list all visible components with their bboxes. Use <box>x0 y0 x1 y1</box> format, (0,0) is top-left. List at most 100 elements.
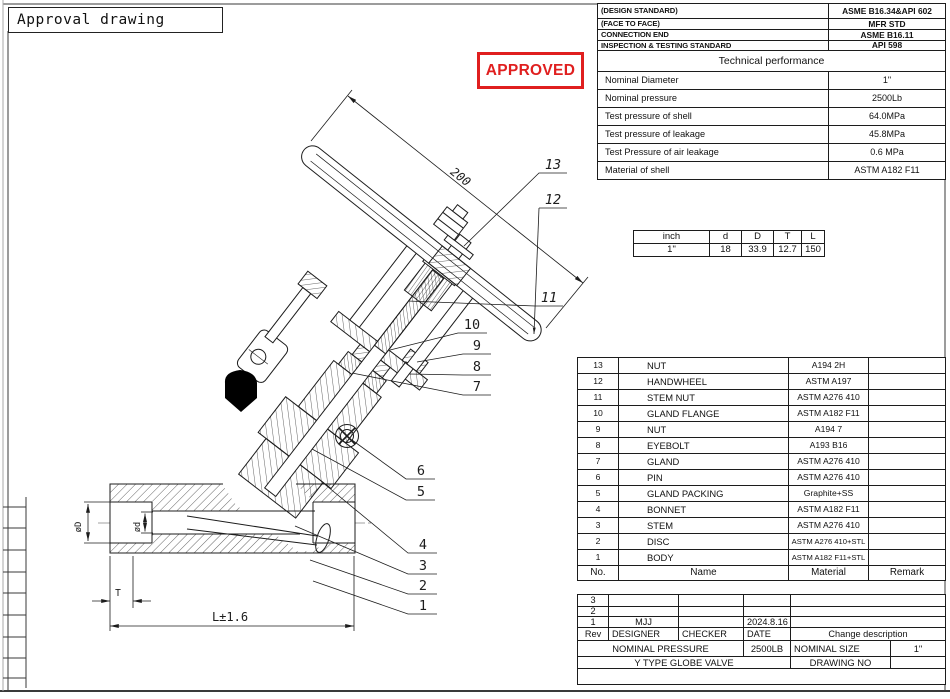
part-material: A194 7 <box>788 421 869 438</box>
pin-target <box>335 424 359 448</box>
revision-change <box>790 594 946 607</box>
table-row: inch d D T L <box>633 230 825 244</box>
part-name: STEM NUT <box>618 389 789 406</box>
revision-header-change: Change description <box>790 627 946 642</box>
part-name: GLAND FLANGE <box>618 405 789 422</box>
part-no: 5 <box>577 485 619 502</box>
part-material: ASTM A197 <box>788 373 869 390</box>
dims-header: inch <box>633 230 710 244</box>
part-name: EYEBOLT <box>618 437 789 454</box>
title-row: NOMINAL PRESSURE 2500LB NOMINAL SIZE 1" <box>577 640 946 658</box>
part-remark <box>868 389 946 406</box>
callout-6: 6 <box>417 463 425 479</box>
table-row: Nominal pressure 2500Lb <box>597 89 946 108</box>
standards-performance-table: (DESIGN STANDARD) ASME B16.34&API 602 (F… <box>597 3 946 180</box>
part-remark <box>868 469 946 486</box>
revision-row: 2 <box>577 605 946 618</box>
nominal-pressure-value: 2500LB <box>743 640 791 658</box>
dim-oD-label: øD <box>74 522 84 533</box>
revision-header-date: DATE <box>743 627 791 642</box>
part-name: BODY <box>618 549 789 566</box>
parts-row: 12 HANDWHEEL ASTM A197 <box>577 373 946 390</box>
dim-200-label: 200 <box>448 165 474 189</box>
approved-stamp-label: APPROVED <box>485 62 576 79</box>
dims-header: L <box>801 230 825 244</box>
part-name: BONNET <box>618 501 789 518</box>
dims-value: 18 <box>709 243 742 257</box>
table-row: Technical performance <box>597 50 946 72</box>
revision-no: 3 <box>577 594 609 607</box>
part-material: ASTM A276 410 <box>788 469 869 486</box>
part-no: 13 <box>577 357 619 374</box>
part-material: ASTM A276 410+STL <box>788 533 869 550</box>
revision-row: 3 <box>577 594 946 607</box>
table-row: Material of shell ASTM A182 F11 <box>597 161 946 180</box>
callout-11: 11 <box>541 290 557 306</box>
part-remark <box>868 533 946 550</box>
revision-header-row: Rev DESIGNER CHECKER DATE Change descrip… <box>577 627 946 642</box>
performance-value: 64.0MPa <box>828 107 946 126</box>
revision-designer <box>608 594 679 607</box>
title-block-table: 3 2 1 MJJ 2024.8.16 Rev DESIGNER CHECKER… <box>577 594 946 686</box>
parts-row: 2 DISC ASTM A276 410+STL <box>577 533 946 550</box>
performance-value: 45.8MPa <box>828 125 946 144</box>
part-remark <box>868 517 946 534</box>
parts-list-table: 13 NUT A194 2H 12 HANDWHEEL ASTM A197 11… <box>577 357 946 581</box>
performance-label: Nominal pressure <box>597 89 829 108</box>
part-name: NUT <box>618 357 789 374</box>
dims-header: T <box>773 230 802 244</box>
revision-no: 1 <box>577 616 609 629</box>
callout-7: 7 <box>473 379 481 395</box>
part-remark <box>868 405 946 422</box>
revision-date: 2024.8.16 <box>743 616 791 629</box>
part-material: Graphite+SS <box>788 485 869 502</box>
part-no: 3 <box>577 517 619 534</box>
standard-value: MFR STD <box>828 18 946 30</box>
parts-row: 3 STEM ASTM A276 410 <box>577 517 946 534</box>
part-remark <box>868 357 946 374</box>
part-no: 8 <box>577 437 619 454</box>
revision-checker <box>678 605 744 618</box>
parts-row: 10 GLAND FLANGE ASTM A182 F11 <box>577 405 946 422</box>
callout-5: 5 <box>417 484 425 500</box>
callout-9: 9 <box>473 338 481 354</box>
performance-title: Technical performance <box>597 50 946 72</box>
part-remark <box>868 485 946 502</box>
dims-value: 1" <box>633 243 710 257</box>
revision-designer <box>608 605 679 618</box>
part-no: 6 <box>577 469 619 486</box>
part-material: ASTM A276 410 <box>788 389 869 406</box>
drawing-no-label: DRAWING NO <box>790 656 891 670</box>
parts-row: 6 PIN ASTM A276 410 <box>577 469 946 486</box>
part-name: DISC <box>618 533 789 550</box>
revision-change <box>790 605 946 618</box>
empty-cell <box>577 668 946 686</box>
dim-od-label: ød <box>133 522 143 532</box>
dims-value: 12.7 <box>773 243 802 257</box>
part-no: 7 <box>577 453 619 470</box>
callout-2: 2 <box>419 578 427 594</box>
dims-header: d <box>709 230 742 244</box>
performance-label: Test Pressure of air leakage <box>597 143 829 162</box>
revision-designer: MJJ <box>608 616 679 629</box>
dim-T-label: T <box>115 588 121 599</box>
part-material: ASTM A276 410 <box>788 453 869 470</box>
revision-header-checker: CHECKER <box>678 627 744 642</box>
performance-value: 0.6 MPa <box>828 143 946 162</box>
approved-stamp: APPROVED <box>477 52 584 89</box>
nominal-size-label: NOMINAL SIZE <box>790 640 891 658</box>
revision-date <box>743 605 791 618</box>
approval-drawing-label: Approval drawing <box>17 12 165 28</box>
table-row: Test pressure of shell 64.0MPa <box>597 107 946 126</box>
empty-row <box>577 668 946 686</box>
dim-L-label: L±1.6 <box>212 610 248 624</box>
parts-header-no: No. <box>577 565 619 581</box>
parts-row: 13 NUT A194 2H <box>577 357 946 374</box>
revision-date <box>743 594 791 607</box>
part-name: GLAND <box>618 453 789 470</box>
revision-checker <box>678 594 744 607</box>
seal-blob <box>224 370 257 412</box>
part-name: STEM <box>618 517 789 534</box>
nominal-pressure-label: NOMINAL PRESSURE <box>577 640 744 658</box>
dims-value: 33.9 <box>741 243 774 257</box>
